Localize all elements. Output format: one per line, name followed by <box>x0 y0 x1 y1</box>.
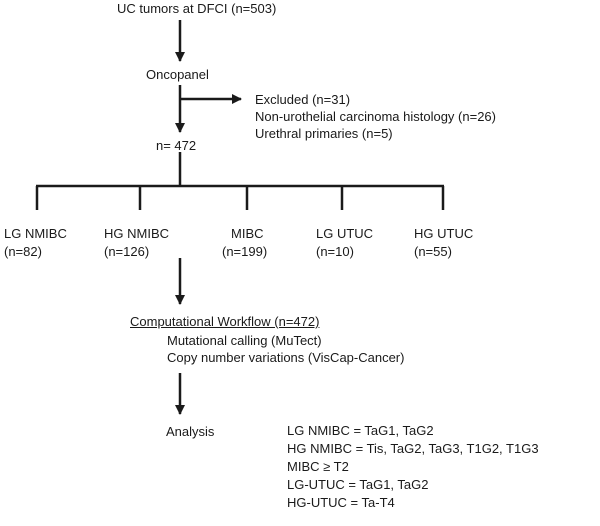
group-count: (n=55) <box>414 244 452 259</box>
top-node-label: UC tumors at DFCI (n=503) <box>117 1 277 16</box>
group-name: HG NMIBC <box>104 226 169 241</box>
workflow-step: Copy number variations (VisCap-Cancer) <box>167 350 405 365</box>
excluded-title: Excluded (n=31) <box>255 92 351 107</box>
workflow-title: Computational Workflow (n=472) <box>130 314 320 329</box>
definition-line: LG-UTUC = TaG1, TaG2 <box>287 477 429 492</box>
workflow-step: Mutational calling (MuTect) <box>167 333 322 348</box>
group-name: MIBC <box>231 226 264 241</box>
definition-line: MIBC ≥ T2 <box>287 459 349 474</box>
group-count: (n=82) <box>4 244 42 259</box>
analysis-label: Analysis <box>166 424 215 439</box>
group-name: LG NMIBC <box>4 226 67 241</box>
oncopanel-label: Oncopanel <box>146 67 209 82</box>
definition-line: HG NMIBC = Tis, TaG2, TaG3, T1G2, T1G3 <box>287 441 539 456</box>
group-name: LG UTUC <box>316 226 374 241</box>
definition-line: HG-UTUC = Ta-T4 <box>287 495 395 510</box>
group-count: (n=126) <box>104 244 150 259</box>
group-name: HG UTUC <box>414 226 474 241</box>
group-count: (n=199) <box>222 244 268 259</box>
excluded-detail: Non-urothelial carcinoma histology (n=26… <box>255 109 496 124</box>
excluded-detail: Urethral primaries (n=5) <box>255 126 393 141</box>
definition-line: LG NMIBC = TaG1, TaG2 <box>287 423 434 438</box>
n-total-label: n= 472 <box>156 138 197 153</box>
group-count: (n=10) <box>316 244 354 259</box>
